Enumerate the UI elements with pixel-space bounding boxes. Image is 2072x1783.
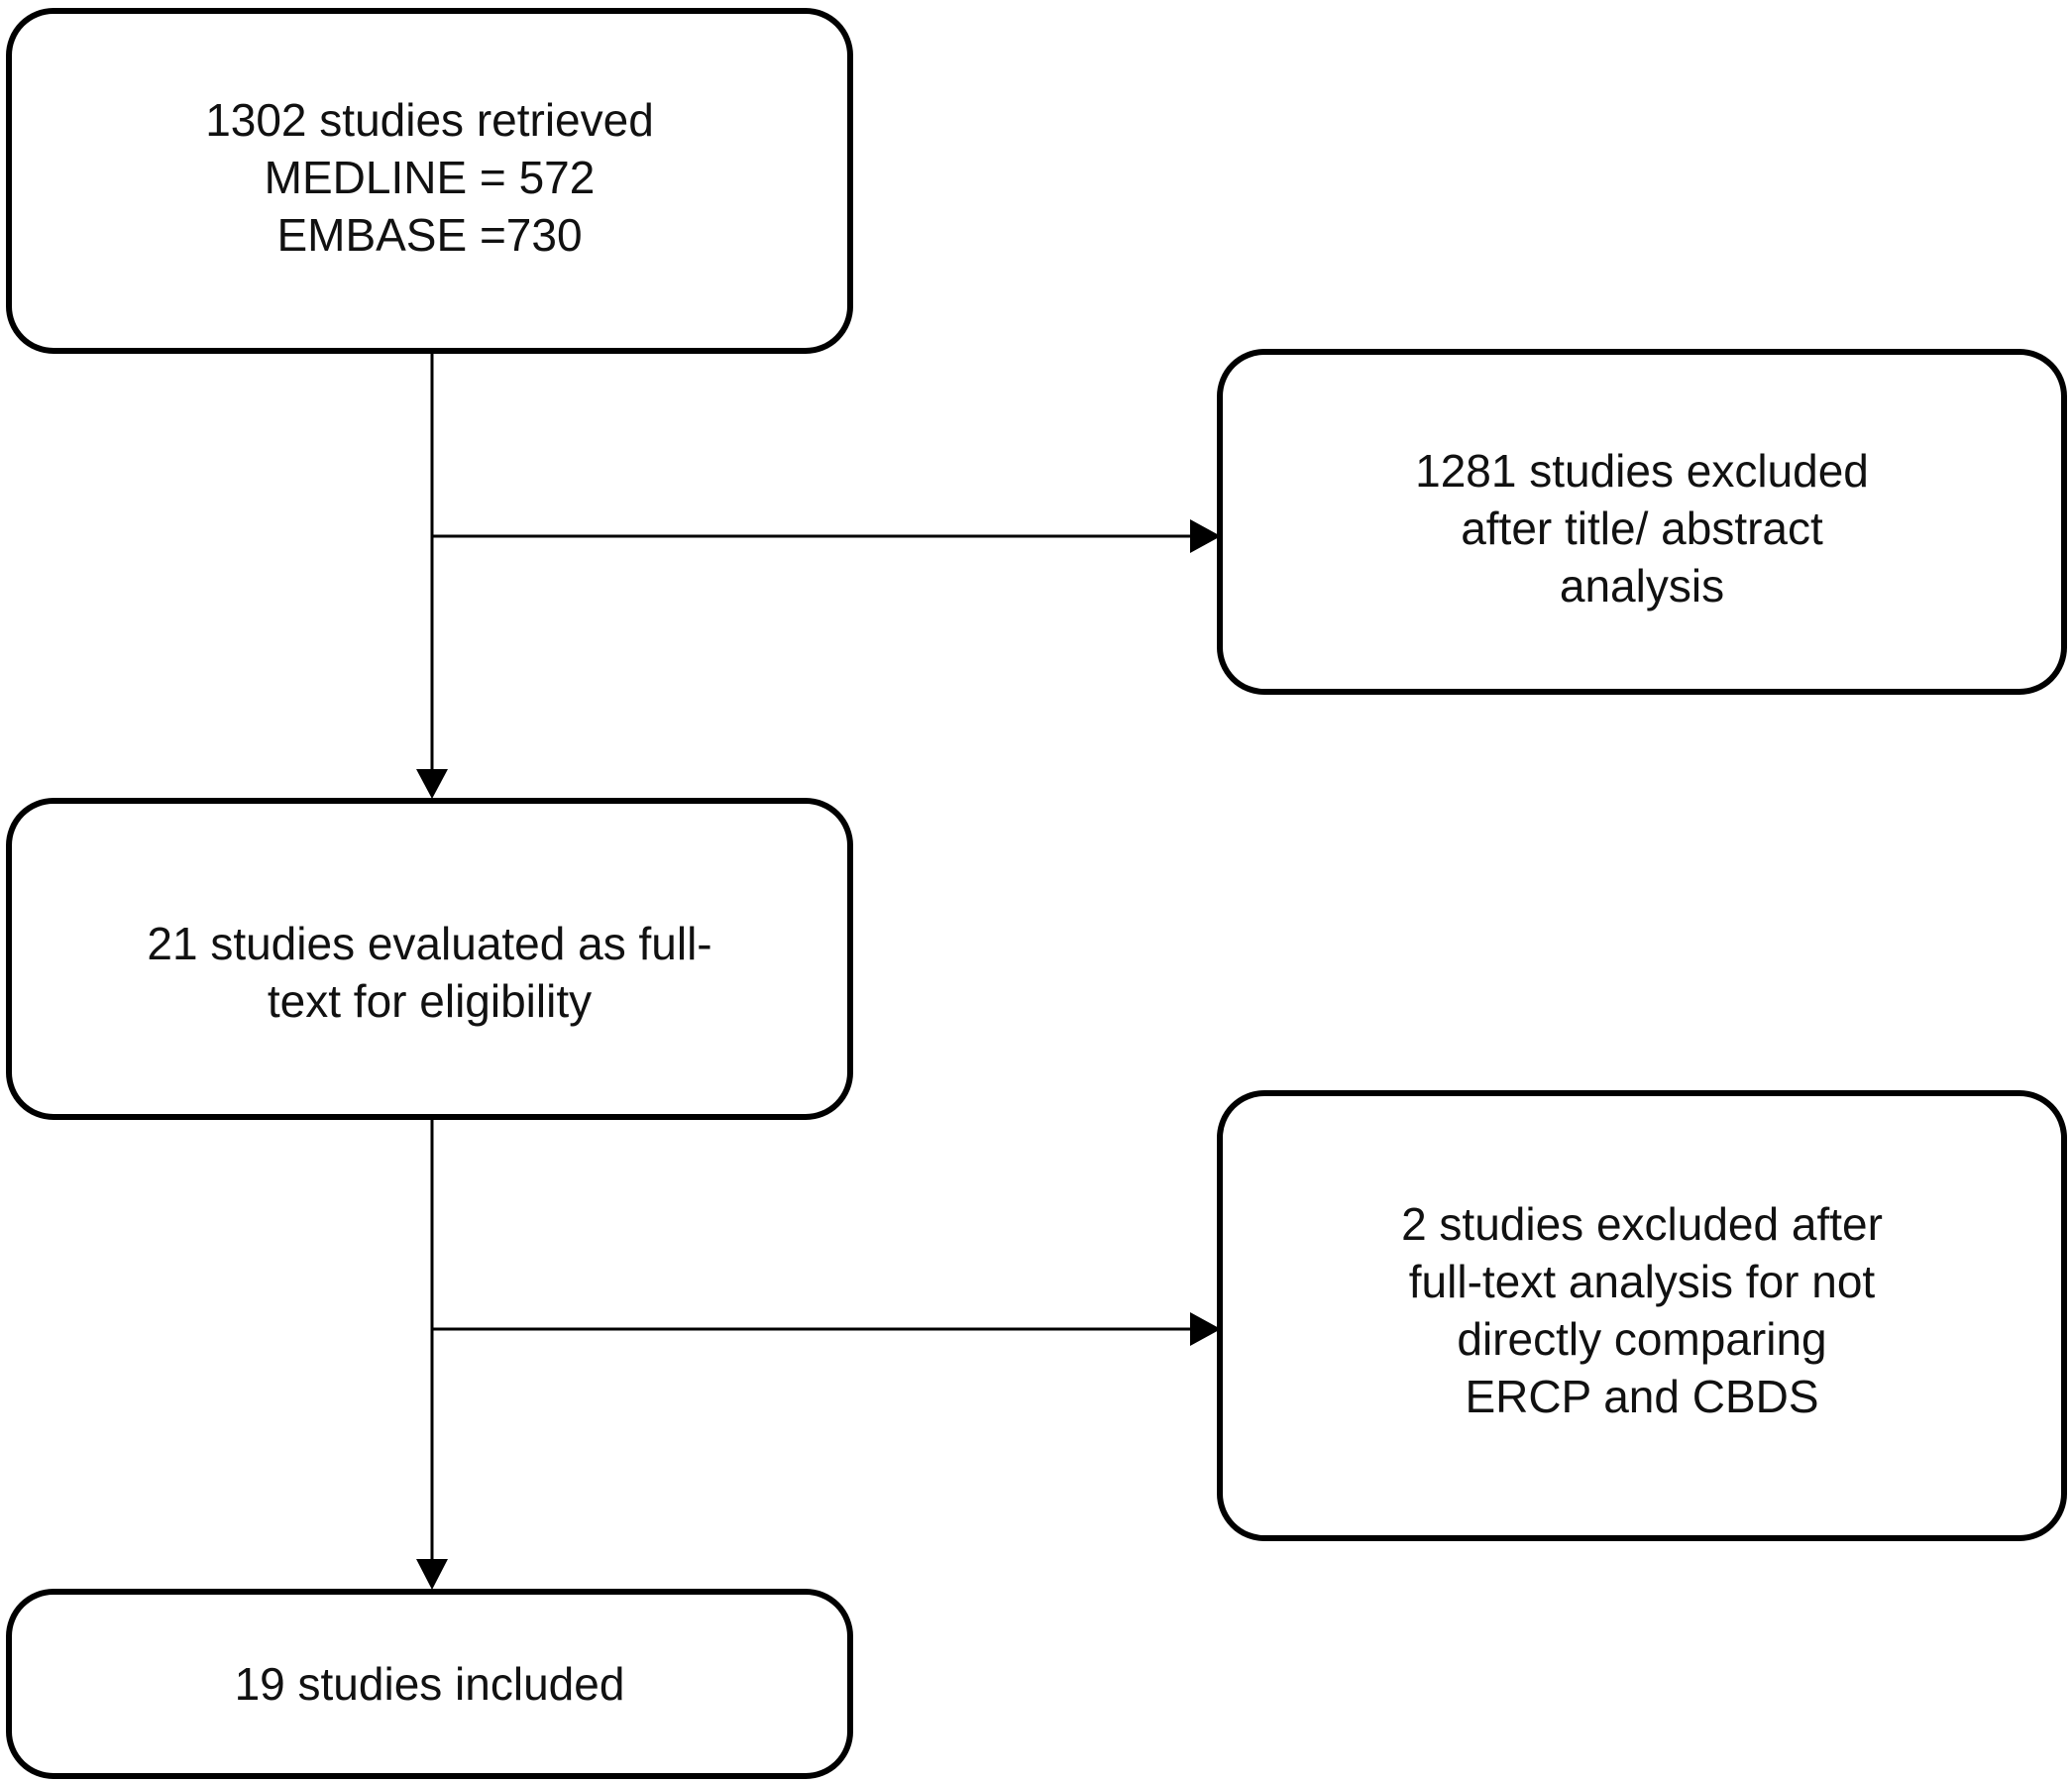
box-excluded-full-text-line-2: full-text analysis for not — [1408, 1256, 1876, 1307]
arrowhead-to-included — [416, 1559, 448, 1590]
box-excluded-title-abstract-line-2: after title/ abstract — [1461, 502, 1823, 554]
box-studies-retrieved: 1302 studies retrieved MEDLINE = 572 EMB… — [6, 8, 853, 354]
box-studies-retrieved-line-2: MEDLINE = 572 — [264, 152, 596, 203]
box-excluded-full-text-line-4: ERCP and CBDS — [1465, 1371, 1819, 1422]
arrowhead-to-excluded-fulltext — [1190, 1312, 1221, 1346]
arrowhead-to-excluded-title — [1190, 519, 1221, 553]
box-studies-retrieved-line-3: EMBASE =730 — [276, 209, 583, 261]
box-excluded-title-abstract-line-3: analysis — [1559, 560, 1725, 612]
box-full-text-evaluated-line-1: 21 studies evaluated as full- — [147, 918, 712, 969]
box-studies-included: 19 studies included — [6, 1589, 853, 1779]
box-excluded-title-abstract-line-1: 1281 studies excluded — [1415, 445, 1869, 497]
box-excluded-full-text-line-3: directly comparing — [1457, 1313, 1827, 1365]
arrowhead-to-fulltext — [416, 769, 448, 799]
box-excluded-full-text-line-1: 2 studies excluded after — [1401, 1198, 1883, 1250]
box-excluded-title-abstract: 1281 studies excluded after title/ abstr… — [1217, 349, 2067, 695]
box-studies-retrieved-line-1: 1302 studies retrieved — [205, 94, 654, 146]
box-full-text-evaluated: 21 studies evaluated as full- text for e… — [6, 798, 853, 1120]
box-full-text-evaluated-line-2: text for eligibility — [267, 975, 593, 1027]
box-studies-included-line-1: 19 studies included — [234, 1658, 625, 1710]
box-excluded-full-text: 2 studies excluded after full-text analy… — [1217, 1090, 2067, 1541]
